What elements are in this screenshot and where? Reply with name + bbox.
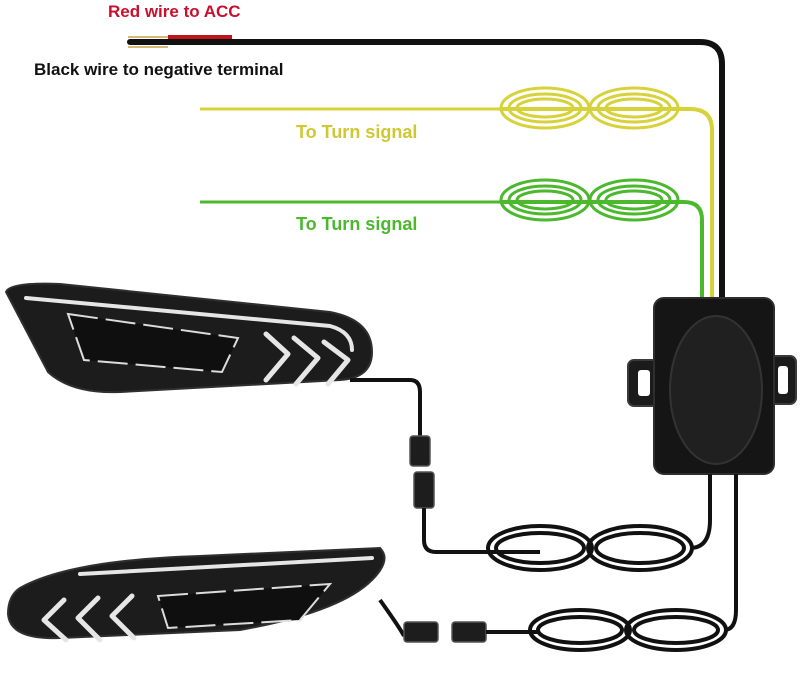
- plug-connector-icon-lower: [403, 621, 540, 643]
- control-module-icon: [627, 297, 797, 475]
- green-wire-label: To Turn signal: [296, 214, 418, 234]
- lower-lamp: [6, 546, 406, 643]
- plug-connector-icon: [409, 435, 540, 554]
- black-wire: [127, 39, 725, 303]
- upper-lamp: [4, 282, 422, 440]
- yellow-wire: [200, 86, 714, 300]
- green-wire-coil: [499, 178, 680, 222]
- black-wire-label: Black wire to negative terminal: [34, 60, 284, 79]
- black-cable-coil-2: [528, 474, 738, 652]
- red-wire-label: Red wire to ACC: [108, 2, 241, 21]
- red-wire: [128, 35, 232, 48]
- black-cable-coil-1: [486, 474, 712, 572]
- yellow-wire-coil: [499, 86, 680, 130]
- yellow-wire-label: To Turn signal: [296, 122, 418, 142]
- green-wire: [200, 178, 704, 300]
